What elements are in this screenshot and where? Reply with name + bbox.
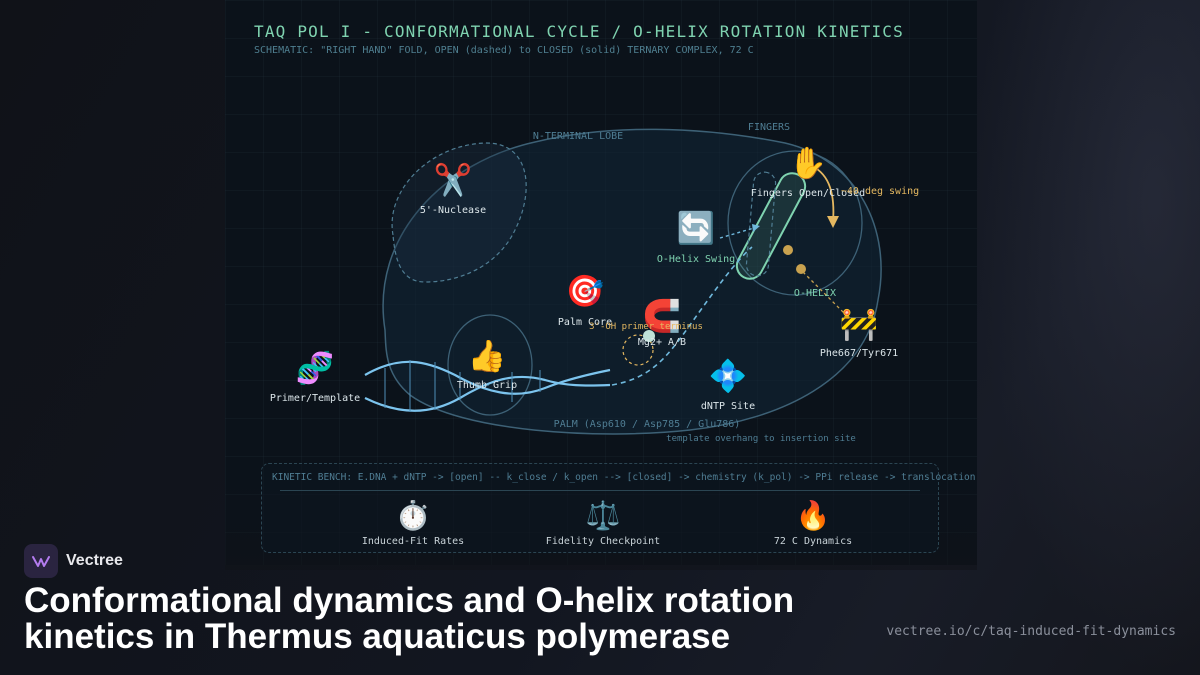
kinetic-bench-panel — [261, 463, 939, 553]
n-terminal-lobe-outline — [391, 142, 527, 283]
brand[interactable]: Vectree — [24, 544, 123, 578]
node-label-dntp-site: dNTP Site — [700, 401, 756, 412]
mg-site-ring — [622, 334, 654, 366]
o-helix-open — [745, 171, 777, 277]
magnet-icon: 🧲 — [642, 298, 682, 335]
mg-ion — [643, 330, 655, 342]
fire-icon: 🔥 — [795, 499, 831, 532]
balance-scale-icon: ⚖️ — [585, 499, 621, 532]
dna-icon: 🧬 — [295, 350, 335, 387]
o-helix-closed — [735, 172, 807, 280]
annotation-o-helix: O-HELIX — [793, 288, 837, 299]
node-label-phe-tyr: Phe667/Tyr671 — [819, 348, 899, 359]
tyr671-residue — [796, 264, 806, 274]
template-path — [611, 246, 753, 386]
raised-hand-icon: ✋ — [788, 145, 828, 182]
kinetic-bench-divider — [280, 490, 920, 491]
connector-tyr-to-barrier — [802, 271, 849, 318]
annotation-primer-terminus: 3'-OH primer terminus — [589, 322, 703, 332]
bench-item-72c-dynamics: 72 C Dynamics — [773, 536, 853, 547]
region-label-fingers: FINGERS — [747, 122, 791, 133]
background-glow — [975, 0, 1200, 675]
swing-arrow — [811, 165, 835, 223]
region-label-palm: PALM (Asp610 / Asp785 / Glu786) — [553, 419, 741, 430]
node-label-fingers-open-closed: Fingers Open/Closed — [750, 188, 866, 199]
brand-name: Vectree — [66, 552, 123, 569]
annotation-deg-swing: ~40 deg swing — [840, 186, 920, 197]
diagram-subtitle: SCHEMATIC: "RIGHT HAND" FOLD, OPEN (dash… — [254, 45, 754, 56]
annotation-template-overhang: template overhang to insertion site — [666, 434, 856, 444]
diagram-title: TAQ POL I - CONFORMATIONAL CYCLE / O-HEL… — [254, 22, 904, 41]
node-label-o-helix-swing: O-Helix Swing — [656, 254, 736, 265]
node-label-palm-core: Palm Core — [557, 317, 613, 328]
polymerase-body-outline — [382, 128, 882, 435]
source-url[interactable]: vectree.io/c/taq-induced-fit-dynamics — [886, 624, 1176, 639]
fingers-domain-outline — [727, 150, 863, 296]
thumb-domain-outline — [447, 314, 533, 416]
scissors-icon: ✂️ — [433, 162, 473, 199]
kinetic-bench-pathway: KINETIC BENCH: E.DNA + dNTP -> [open] --… — [272, 472, 976, 483]
node-label-thumb-grip: Thumb Grip — [456, 380, 518, 391]
node-label-primer-template: Primer/Template — [269, 393, 361, 404]
target-icon: 🎯 — [565, 273, 605, 310]
region-label-n-terminal: N-TERMINAL LOBE — [532, 131, 624, 142]
swing-arrowhead — [827, 216, 839, 228]
page-headline: Conformational dynamics and O-helix rota… — [24, 581, 795, 656]
rotate-arrows-icon: 🔄 — [676, 210, 716, 247]
stopwatch-icon: ⏱️ — [395, 499, 431, 532]
blue-diamond-icon: 💠 — [708, 358, 748, 395]
vectree-logo-icon — [24, 544, 58, 578]
dna-base-pairs — [384, 360, 541, 412]
bench-item-fidelity-checkpoint: Fidelity Checkpoint — [545, 536, 661, 547]
bench-item-induced-fit-rates: Induced-Fit Rates — [361, 536, 465, 547]
barrier-icon: 🚧 — [839, 306, 879, 343]
node-label-mg-ab: Mg2+ A/B — [637, 337, 687, 348]
phe667-residue — [783, 245, 793, 255]
thumbs-up-icon: 👍 — [467, 338, 507, 375]
node-label-nuclease: 5'-Nuclease — [419, 205, 487, 216]
